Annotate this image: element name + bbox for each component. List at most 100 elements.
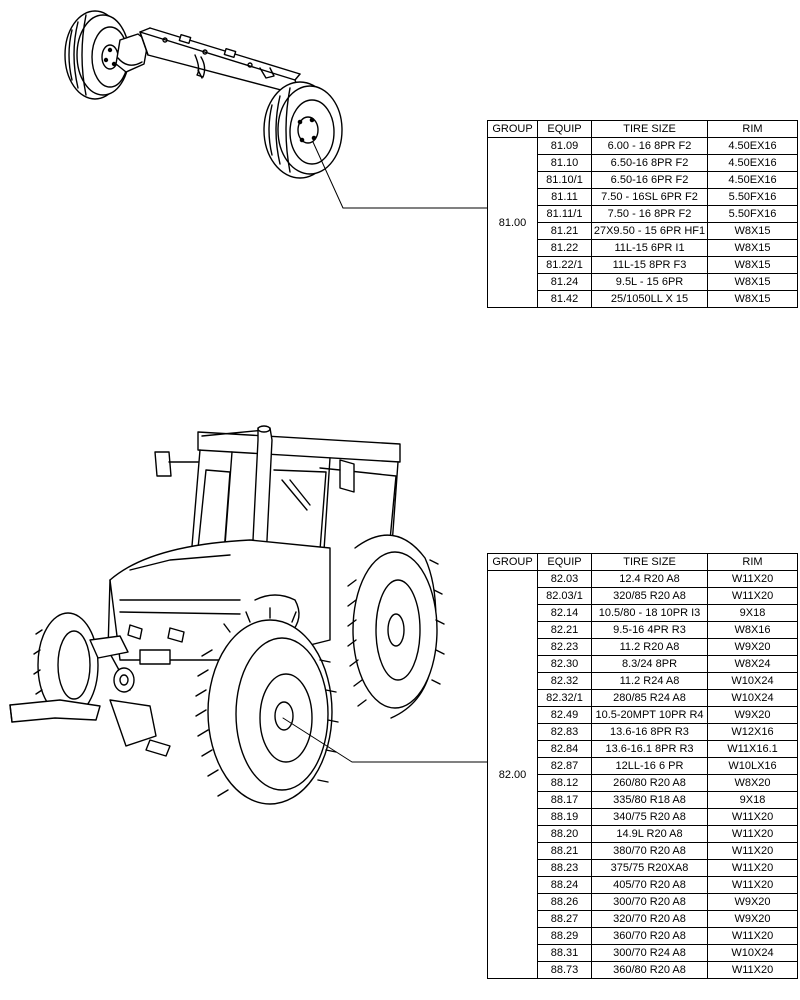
rim-cell: 4.50EX16 [707, 171, 798, 189]
tractor-drawing [9, 425, 488, 805]
tire-size-cell: 300/70 R24 A8 [591, 944, 708, 962]
rim-cell: W12X16 [707, 723, 798, 741]
rim-cell: W10X24 [707, 944, 798, 962]
equip-cell: 81.22 [537, 239, 592, 257]
tire-size-cell: 10.5/80 - 18 10PR I3 [591, 604, 708, 622]
rim-cell: W8X20 [707, 774, 798, 792]
equip-cell: 88.24 [537, 876, 592, 894]
tire-size-cell: 340/75 R20 A8 [591, 808, 708, 826]
rim-cell: 5.50FX16 [707, 188, 798, 206]
equip-cell: 81.10/1 [537, 171, 592, 189]
header-tire-size: TIRE SIZE [591, 120, 708, 138]
group-cell: 81.00 [487, 137, 538, 308]
equip-cell: 81.42 [537, 290, 592, 308]
equip-cell: 88.20 [537, 825, 592, 843]
rim-cell: W11X20 [707, 570, 798, 588]
equip-cell: 82.23 [537, 638, 592, 656]
tire-size-cell: 11L-15 8PR F3 [591, 256, 708, 274]
equip-cell: 82.14 [537, 604, 592, 622]
equip-cell: 88.21 [537, 842, 592, 860]
tire-size-cell: 25/1050LL X 15 [591, 290, 708, 308]
equip-cell: 81.21 [537, 222, 592, 240]
equip-cell: 82.32/1 [537, 689, 592, 707]
rim-cell: W11X20 [707, 859, 798, 877]
equip-cell: 81.11 [537, 188, 592, 206]
equip-cell: 88.23 [537, 859, 592, 877]
rim-cell: W10LX16 [707, 757, 798, 775]
equip-cell: 88.12 [537, 774, 592, 792]
equip-cell: 81.24 [537, 273, 592, 291]
rim-cell: W9X20 [707, 706, 798, 724]
tire-size-cell: 8.3/24 8PR [591, 655, 708, 673]
equip-cell: 82.84 [537, 740, 592, 758]
rim-cell: W11X20 [707, 587, 798, 605]
equip-cell: 88.27 [537, 910, 592, 928]
rim-cell: W11X20 [707, 808, 798, 826]
equip-cell: 82.32 [537, 672, 592, 690]
tire-size-cell: 11.2 R24 A8 [591, 672, 708, 690]
front-axle-drawing [64, 10, 488, 209]
rim-cell: W8X15 [707, 239, 798, 257]
equip-cell: 88.31 [537, 944, 592, 962]
tire-size-cell: 10.5-20MPT 10PR R4 [591, 706, 708, 724]
table-header-row: GROUP EQUIP TIRE SIZE RIM [487, 120, 798, 138]
tire-size-cell: 11L-15 6PR I1 [591, 239, 708, 257]
front-linkage [9, 635, 171, 757]
rim-cell: W11X16.1 [707, 740, 798, 758]
tire-size-cell: 13.6-16.1 8PR R3 [591, 740, 708, 758]
tire-size-cell: 9.5-16 4PR R3 [591, 621, 708, 639]
axle-right-wheel [263, 81, 343, 179]
rim-cell: W8X16 [707, 621, 798, 639]
header-rim: RIM [707, 553, 798, 571]
equip-cell: 81.10 [537, 154, 592, 172]
tire-size-cell: 6.50-16 6PR F2 [591, 171, 708, 189]
tire-size-cell: 360/80 R20 A8 [591, 961, 708, 979]
tire-size-cell: 12LL-16 6 PR [591, 757, 708, 775]
rim-cell: 4.50EX16 [707, 137, 798, 155]
equip-cell: 88.26 [537, 893, 592, 911]
tire-size-cell: 14.9L R20 A8 [591, 825, 708, 843]
equip-cell: 82.87 [537, 757, 592, 775]
header-equip: EQUIP [537, 120, 592, 138]
header-tire-size: TIRE SIZE [591, 553, 708, 571]
equip-cell: 81.11/1 [537, 205, 592, 223]
rim-cell: W8X15 [707, 290, 798, 308]
tire-size-cell: 7.50 - 16 8PR F2 [591, 205, 708, 223]
tire-size-cell: 260/80 R20 A8 [591, 774, 708, 792]
rim-cell: W10X24 [707, 689, 798, 707]
axle-leader-line [312, 141, 488, 209]
axle-beam [139, 27, 301, 96]
tractor-rear-wheel [347, 534, 445, 719]
header-group: GROUP [487, 120, 538, 138]
tire-size-cell: 27X9.50 - 15 6PR HF1 [591, 222, 708, 240]
tire-size-cell: 6.50-16 8PR F2 [591, 154, 708, 172]
tractor-front-right-wheel [195, 607, 339, 805]
group-cell: 82.00 [487, 570, 538, 979]
rim-cell: W8X24 [707, 655, 798, 673]
equip-cell: 82.21 [537, 621, 592, 639]
equip-cell: 82.49 [537, 706, 592, 724]
rim-cell: W8X15 [707, 222, 798, 240]
tire-size-cell: 380/70 R20 A8 [591, 842, 708, 860]
tire-size-cell: 300/70 R20 A8 [591, 893, 708, 911]
equip-cell: 88.19 [537, 808, 592, 826]
header-group: GROUP [487, 553, 538, 571]
rim-cell: W9X20 [707, 910, 798, 928]
